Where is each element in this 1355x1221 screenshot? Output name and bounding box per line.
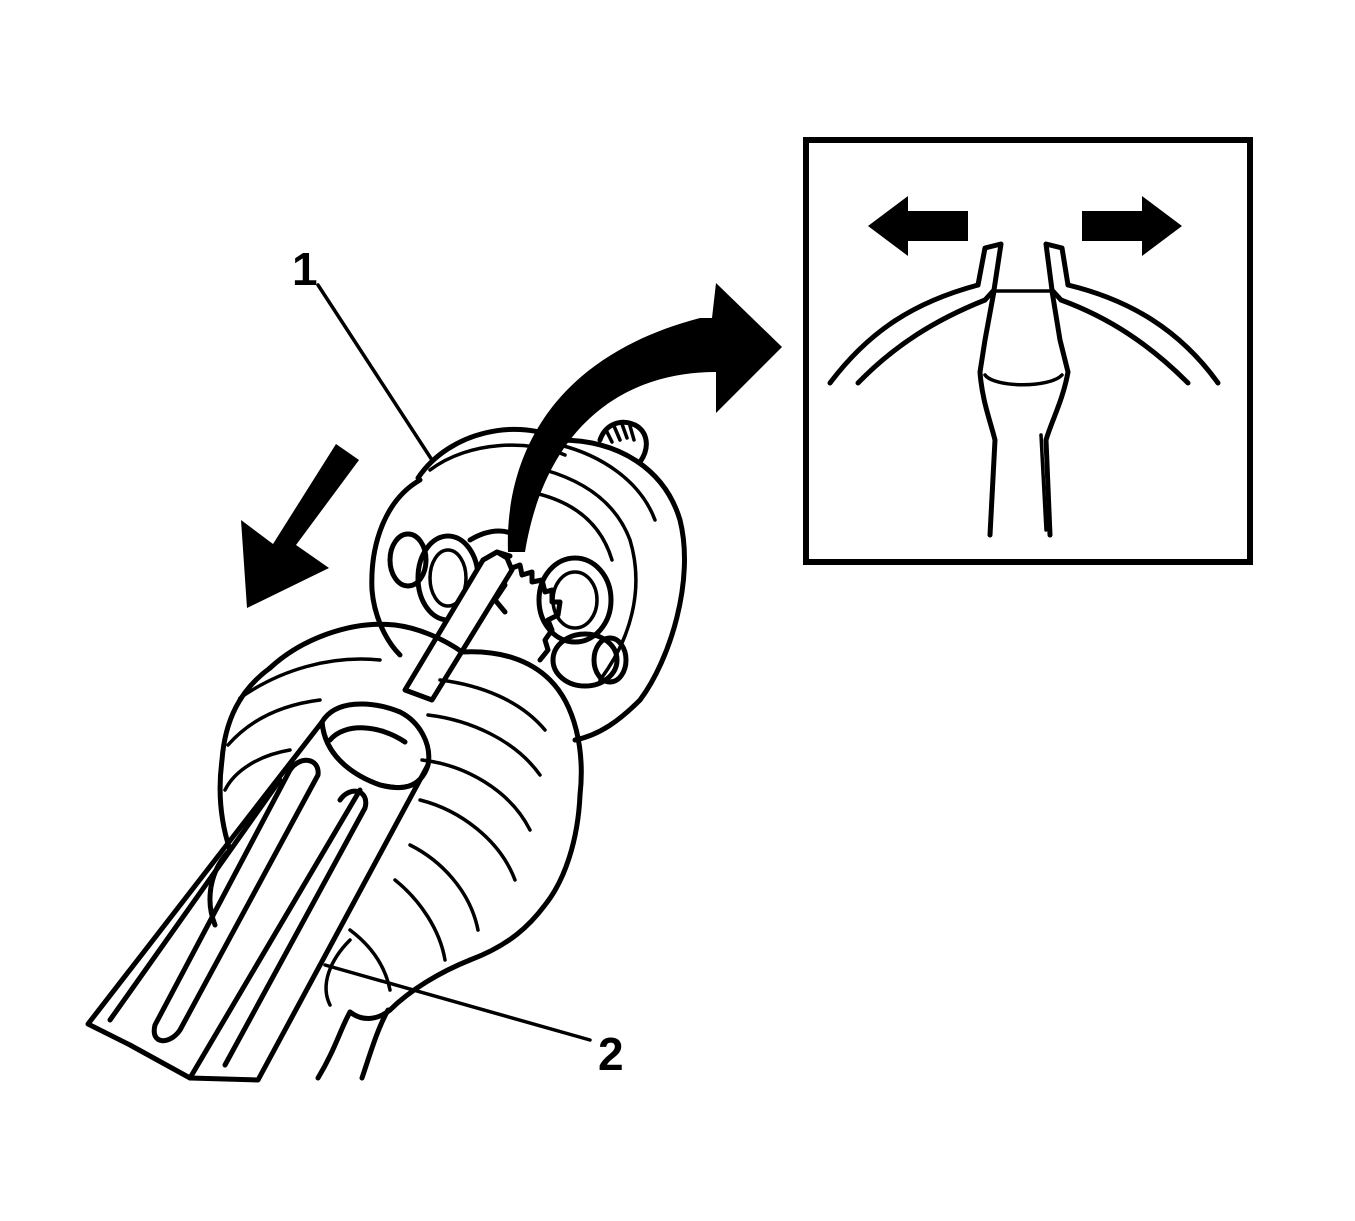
detail-inset bbox=[803, 137, 1253, 565]
arrow-down-left-icon bbox=[241, 444, 359, 608]
curved-arrow-icon bbox=[507, 283, 782, 552]
arrow-left-icon bbox=[868, 196, 968, 256]
callout-2: 2 bbox=[598, 1028, 624, 1080]
callout-1: 1 bbox=[292, 243, 318, 295]
outer-joint-housing bbox=[369, 419, 687, 743]
arrow-right-icon bbox=[1082, 196, 1182, 256]
screwdriver bbox=[85, 549, 515, 1083]
leader-line-1 bbox=[316, 283, 434, 462]
snap-ring-detail bbox=[827, 241, 1221, 386]
cv-joint-boot bbox=[207, 621, 584, 1081]
screwdriver-tip-detail bbox=[977, 288, 1071, 538]
leader-line-2 bbox=[323, 963, 592, 1042]
